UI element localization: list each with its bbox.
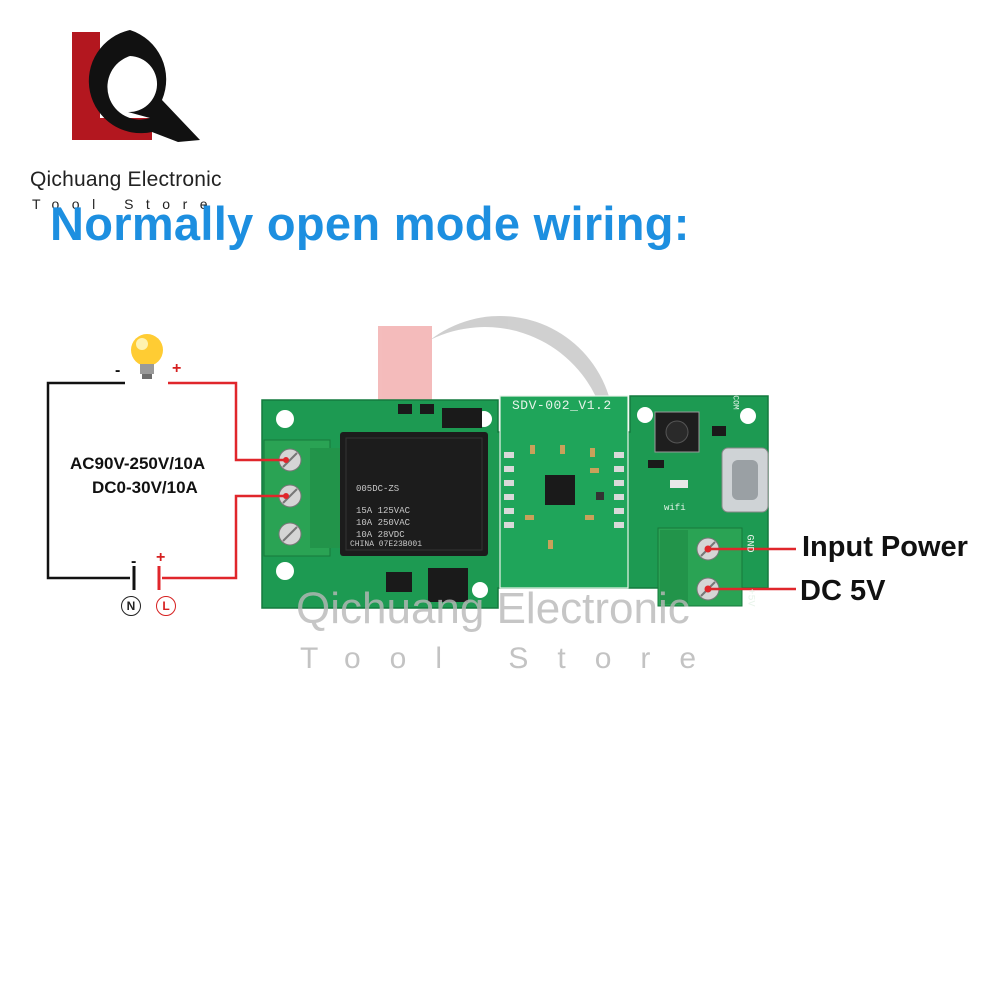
live-wire-to-load xyxy=(168,381,286,462)
diode-component xyxy=(442,408,482,428)
relay-body xyxy=(340,432,488,556)
brand-name: Qichuang Electronic xyxy=(30,168,222,191)
5v-silkscreen: +5V xyxy=(744,588,756,607)
light-bulb-icon xyxy=(131,334,163,379)
load-spec-dc: DC0-30V/10A xyxy=(92,478,198,497)
mount-hole xyxy=(740,408,756,424)
load-spec-ac: AC90V-250V/10A xyxy=(70,454,206,473)
logo-letter-q xyxy=(88,30,200,142)
wifi-chip xyxy=(545,475,575,505)
brand-tagline: Tool Store xyxy=(32,196,221,212)
module-pads xyxy=(504,452,624,528)
relay-spec-text: 10A 250VAC xyxy=(356,518,411,528)
lamp-plus-label: + xyxy=(172,360,182,377)
load-wiring xyxy=(46,381,796,591)
wire-endpoint xyxy=(283,457,289,463)
neutral-terminal-label: N xyxy=(121,596,141,616)
dc-voltage-label: DC 5V xyxy=(800,575,886,607)
mount-hole xyxy=(276,562,294,580)
wire-endpoint xyxy=(704,545,712,553)
voltage-regulator xyxy=(428,568,468,602)
usb-c-opening xyxy=(732,460,758,500)
relay-model-text: 005DC-ZS xyxy=(356,484,400,494)
mount-hole xyxy=(472,582,488,598)
watermark-tagline: Tool Store xyxy=(300,642,726,675)
relay-spec-text: 15A 125VAC xyxy=(356,506,411,516)
board-model-silkscreen: SDV-002_V1.2 xyxy=(512,398,612,413)
relay-spec-text: 10A 28VDC xyxy=(356,530,405,540)
relay-cert-text: CHINA 07E23B001 xyxy=(350,540,423,549)
com-silkscreen: COM xyxy=(730,395,740,410)
relay-board xyxy=(261,395,769,609)
mount-hole xyxy=(276,410,294,428)
live-wire-from-source xyxy=(162,494,286,580)
live-terminal-label: L xyxy=(156,596,176,616)
watermark-brand: Qichuang Electronic xyxy=(296,584,690,633)
terminal-side xyxy=(310,448,340,548)
smd-components xyxy=(525,445,604,549)
transistor xyxy=(386,572,412,592)
power-source-symbol xyxy=(132,566,161,590)
page-title: Normally open mode wiring: xyxy=(50,197,690,250)
wifi-silkscreen: wifi xyxy=(664,503,686,513)
gnd-silkscreen: GND xyxy=(743,534,755,553)
logo-letter-l xyxy=(72,32,152,140)
source-minus-label: - xyxy=(131,553,137,570)
input-power-label: Input Power xyxy=(802,531,968,563)
lamp-minus-label: - xyxy=(115,362,121,379)
reset-button xyxy=(665,420,689,444)
source-plus-label: + xyxy=(156,549,166,566)
relay-frame xyxy=(345,437,483,551)
wire-endpoint xyxy=(283,493,289,499)
neutral-wire xyxy=(46,381,130,580)
wire-endpoint xyxy=(704,585,712,593)
mount-hole xyxy=(637,407,653,423)
brand-logo xyxy=(72,30,200,142)
